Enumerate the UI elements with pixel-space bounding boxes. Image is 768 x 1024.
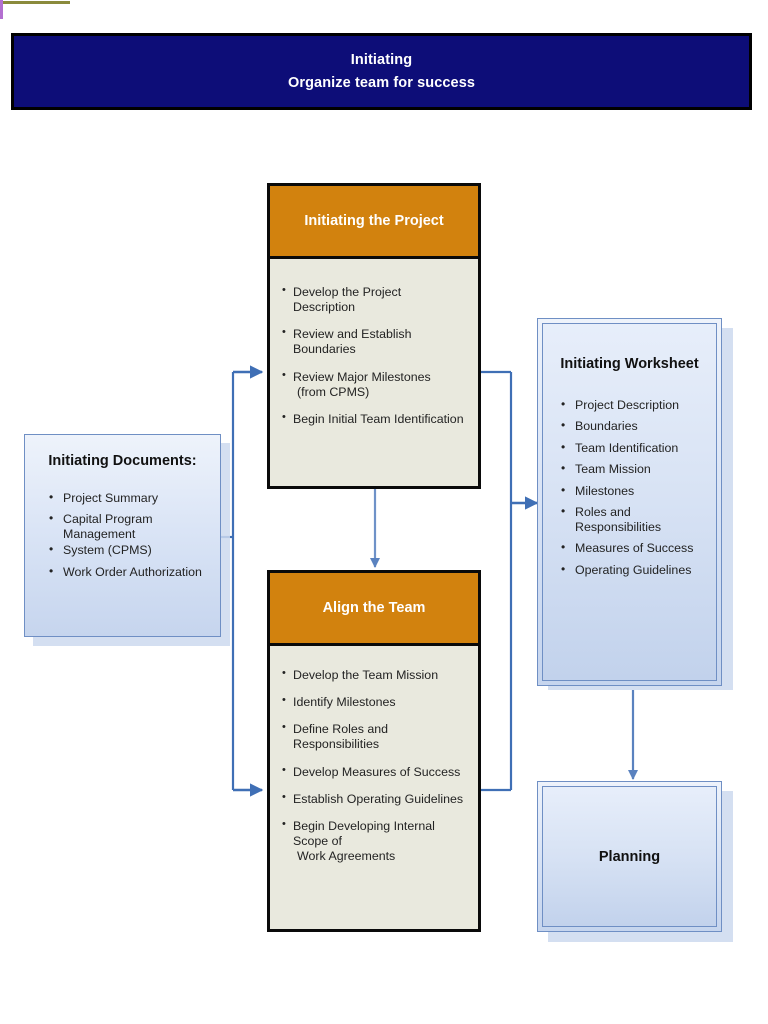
planning-box-title: Planning bbox=[598, 848, 661, 865]
banner-title: Initiating Organize team for success bbox=[11, 33, 752, 110]
initiating-the-project-body: Develop the Project Description Review a… bbox=[270, 259, 478, 447]
align-the-team-header: Align the Team bbox=[270, 573, 478, 646]
initiating-worksheet-box[interactable]: Initiating Worksheet Project Description… bbox=[537, 318, 722, 686]
align-the-team-box[interactable]: Align the Team Develop the Team Mission … bbox=[267, 570, 481, 932]
list-item-continuation: Work Agreements bbox=[297, 849, 396, 863]
corner-olive-line bbox=[0, 1, 70, 4]
list-item: Develop the Project Description bbox=[282, 284, 466, 315]
list-item: Measures of Success bbox=[553, 540, 706, 556]
list-item-text: Develop the Project Description bbox=[293, 285, 402, 315]
initiating-the-project-list: Develop the Project Description Review a… bbox=[282, 284, 466, 427]
list-item-text: Begin Developing Internal Scope of bbox=[293, 818, 435, 848]
list-item-text: Establish Operating Guidelines bbox=[293, 791, 464, 806]
list-item: Review and Establish Boundaries bbox=[282, 326, 466, 357]
connector-process-to-worksheet bbox=[481, 370, 539, 792]
initiating-the-project-box[interactable]: Initiating the Project Develop the Proje… bbox=[267, 183, 481, 489]
list-item: Team Mission bbox=[553, 461, 706, 477]
list-item-text: Define Roles and Responsibilities bbox=[293, 722, 389, 752]
list-item: Develop the Team Mission bbox=[282, 667, 466, 683]
list-item: Boundaries bbox=[553, 418, 706, 434]
list-item: Begin Developing Internal Scope of Work … bbox=[282, 818, 466, 864]
list-item: Capital Program Management bbox=[41, 511, 206, 542]
list-item: Define Roles and Responsibilities bbox=[282, 721, 466, 752]
documents-box-list: Project Summary Capital Program Manageme… bbox=[39, 490, 206, 580]
initiating-the-project-header: Initiating the Project bbox=[270, 186, 478, 259]
banner-line-2: Organize team for success bbox=[287, 74, 476, 91]
list-item: Identify Milestones bbox=[282, 694, 466, 710]
list-item-text: Review Major Milestones bbox=[293, 369, 431, 384]
list-item-continuation: (from CPMS) bbox=[297, 384, 370, 399]
documents-box-title: Initiating Documents: bbox=[48, 453, 197, 469]
corner-purple-line bbox=[0, 0, 3, 19]
worksheet-box-inner: Initiating Worksheet Project Description… bbox=[542, 323, 717, 681]
list-item: Develop Measures of Success bbox=[282, 763, 466, 780]
list-item: Review Major Milestones (from CPMS) bbox=[282, 368, 466, 400]
list-item: Team Identification bbox=[553, 440, 706, 456]
align-the-team-body: Develop the Team Mission Identify Milest… bbox=[270, 646, 478, 884]
list-item: Milestones bbox=[553, 483, 706, 499]
list-item: Work Order Authorization bbox=[41, 564, 206, 580]
list-item: Project Summary bbox=[41, 490, 206, 506]
list-item-text: Begin Initial Team Identification bbox=[293, 411, 464, 426]
list-item: Establish Operating Guidelines bbox=[282, 791, 466, 807]
initiating-documents-box[interactable]: Initiating Documents: Project Summary Ca… bbox=[24, 434, 221, 637]
list-item: Project Description bbox=[553, 397, 706, 413]
list-item: Roles and Responsibilities bbox=[553, 504, 706, 535]
align-the-team-list: Develop the Team Mission Identify Milest… bbox=[282, 667, 466, 864]
worksheet-box-list: Project Description Boundaries Team Iden… bbox=[553, 397, 706, 578]
list-item-text: Develop Measures of Success bbox=[293, 764, 461, 779]
list-item: Begin Initial Team Identification bbox=[282, 411, 466, 427]
list-item: Operating Guidelines bbox=[553, 562, 706, 578]
worksheet-box-title: Initiating Worksheet bbox=[560, 356, 699, 372]
list-item-text: Develop the Team Mission bbox=[293, 668, 439, 682]
list-item-continuation: System (CPMS) bbox=[41, 542, 206, 558]
planning-box[interactable]: Planning bbox=[537, 781, 722, 932]
list-item-text: Review and Establish Boundaries bbox=[293, 327, 412, 357]
planning-box-inner: Planning bbox=[542, 786, 717, 927]
list-item-text: Identify Milestones bbox=[293, 695, 396, 710]
banner-line-1: Initiating bbox=[350, 52, 413, 69]
